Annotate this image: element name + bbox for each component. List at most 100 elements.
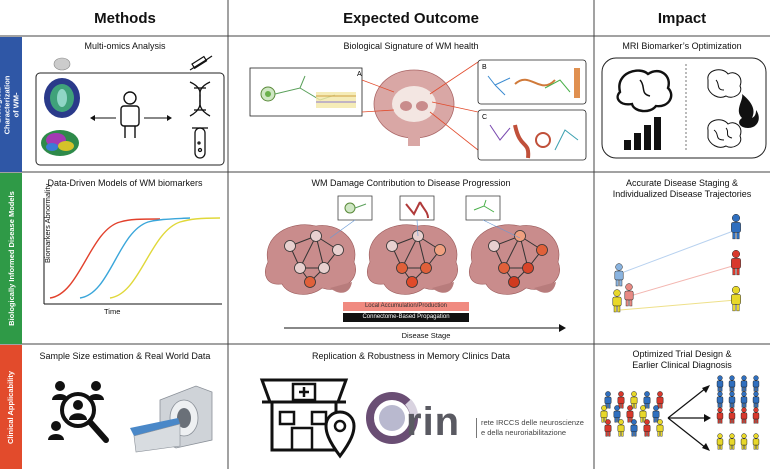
column-header-impact: Impact [657, 9, 707, 27]
rin-logo-text: rin [406, 400, 461, 444]
person-figure-icon [752, 375, 760, 392]
person-figure-icon [740, 407, 748, 424]
network-node [508, 276, 520, 288]
network-node [406, 276, 418, 288]
mri-scanner-icon [130, 385, 213, 453]
cell-title-r3-methods: Sample Size estimation & Real World Data [39, 351, 211, 361]
cell-title-r3-impact: Optimized Trial Design & Earlier Clinica… [594, 349, 770, 371]
curve-blue [79, 217, 191, 299]
person-figure-icon [652, 405, 660, 423]
rin-caption-line2: e della neuroriabilitazione [481, 428, 567, 437]
person-figure-icon [600, 405, 608, 423]
hospital-icon [259, 378, 349, 452]
person-figure-icon [639, 405, 647, 423]
network-node [536, 244, 548, 256]
person-figure-icon [617, 391, 625, 409]
person-figure-icon [613, 405, 621, 423]
panel-b-label: B [482, 64, 487, 71]
person-figure-icon [612, 289, 622, 313]
multiomics-box [35, 72, 225, 166]
r2-impact-line1: Accurate Disease Staging & [625, 178, 739, 188]
brain-scan-icon [41, 57, 80, 156]
bar2-label: Connectome-Based Propagation [362, 314, 450, 320]
curve-yellow [109, 217, 221, 299]
cell-title-r2-methods: Data-Driven Models of WM biomarkers [47, 178, 203, 188]
person-figure-icon [614, 263, 624, 287]
network-node [310, 230, 322, 242]
cell-title-r1-impact: MRI Biomarker’s Optimization [622, 41, 742, 51]
cell-title-r2-impact: Accurate Disease Staging & Individualize… [594, 178, 770, 200]
network-node [420, 262, 432, 274]
network-node [522, 262, 534, 274]
panel-a-box [249, 67, 363, 117]
mri-optimization-box [601, 57, 767, 159]
brain-outline-icon [616, 69, 673, 113]
neuron-illustration-a [260, 75, 356, 108]
vascular-illustration-c [489, 124, 579, 159]
panel-a-label: A [357, 71, 362, 78]
person-figure-icon [716, 391, 724, 408]
person-figure-icon [643, 419, 651, 437]
person-figure-icon [626, 405, 634, 423]
network-edge [503, 235, 521, 269]
network-node [488, 240, 500, 252]
network-node [284, 240, 296, 252]
network-node [514, 230, 526, 242]
person-figure-icon [740, 375, 748, 392]
r3-impact-line1: Optimized Trial Design & [632, 349, 732, 359]
search-people-icon [48, 381, 109, 443]
network-node [294, 262, 306, 274]
person-figure-icon [740, 433, 748, 450]
brain-outline-icon [707, 69, 742, 98]
thumb-glia [465, 195, 501, 221]
brain-outline-icon [707, 119, 742, 148]
panel-c-box [477, 109, 587, 161]
person-figure-icon [752, 391, 760, 408]
rin-logo-caption: rete IRCCS delle neuroscienze e della ne… [476, 418, 584, 438]
row-label-bar-3: Clinical Applicability [0, 345, 22, 469]
person-figure-icon [728, 391, 736, 408]
curve-red [49, 218, 161, 299]
location-pin-icon [324, 410, 356, 459]
panel-b-box [477, 59, 587, 105]
person-figure-icon [716, 375, 724, 392]
network-node [318, 262, 330, 274]
person-figure-icon [731, 286, 741, 312]
person-figure-icon [604, 419, 612, 437]
network-node [386, 240, 398, 252]
fire-icon [738, 94, 759, 128]
r2-impact-line2: Individualized Disease Trajectories [612, 189, 752, 199]
disease-stage-label: Disease Stage [401, 331, 451, 340]
person-icon [120, 91, 140, 138]
person-figure-icon [752, 407, 760, 424]
glia-illustration-b [487, 68, 580, 98]
network-node [332, 244, 344, 256]
bar-local-accumulation [343, 302, 469, 311]
person-figure-icon [624, 283, 634, 307]
network-node [498, 262, 510, 274]
network-edge [401, 235, 419, 269]
network-node [304, 276, 316, 288]
network-node [396, 262, 408, 274]
column-header-outcome: Expected Outcome [343, 9, 479, 27]
person-figure-icon [630, 419, 638, 437]
coronal-brain-illustration [373, 69, 455, 146]
person-figure-icon [728, 433, 736, 450]
person-figure-icon [716, 433, 724, 450]
person-figure-icon [731, 214, 741, 240]
person-figure-icon [604, 391, 612, 409]
person-figure-icon [752, 433, 760, 450]
plot-xlabel: Time [104, 307, 121, 316]
column-header-methods: Methods [94, 9, 156, 27]
network-edge [299, 235, 317, 269]
syringe-icon [189, 55, 213, 71]
person-figure-icon [643, 391, 651, 409]
panel-c-label: C [482, 114, 487, 121]
rin-caption-line1: rete IRCCS delle neuroscienze [481, 418, 584, 427]
person-figure-icon [630, 391, 638, 409]
r3-impact-line2: Earlier Clinical Diagnosis [632, 360, 732, 370]
person-figure-icon [728, 407, 736, 424]
